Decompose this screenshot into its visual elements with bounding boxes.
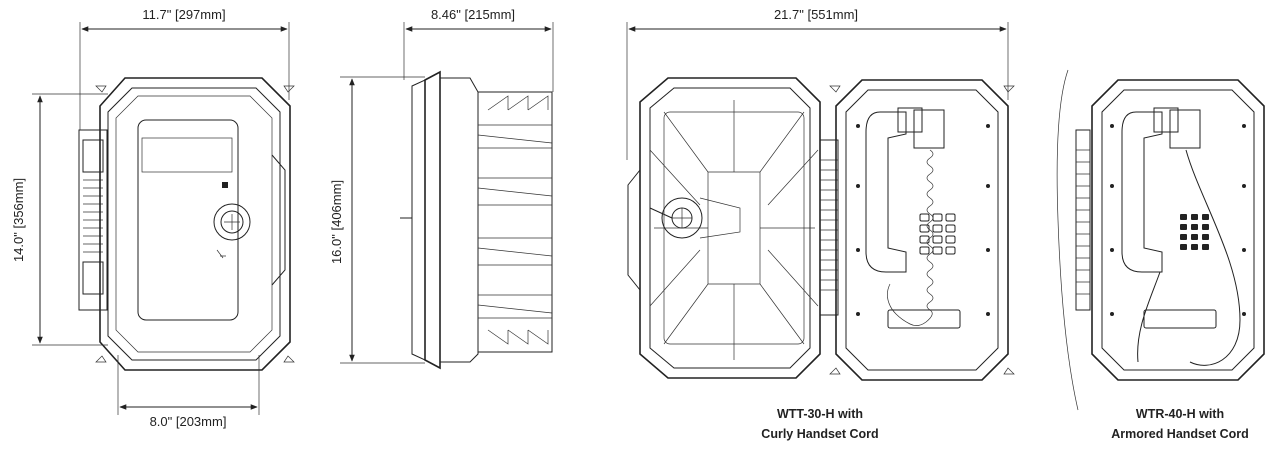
wtr-hinge	[1075, 129, 1091, 311]
open-view-wtr	[1056, 69, 1265, 411]
front-view	[78, 77, 295, 371]
door-ribs	[649, 100, 819, 360]
side-fins	[477, 95, 553, 345]
door-lock	[213, 182, 251, 259]
wtt-caption-model: WTT-30-H with	[777, 407, 863, 421]
side-height-dimension: 16.0" [406mm]	[329, 76, 425, 364]
side-depth-dimension: 8.46" [215mm]	[403, 6, 554, 92]
lock-icon	[222, 182, 228, 188]
open-door-lock	[649, 197, 741, 239]
open-housing-outline	[835, 79, 1009, 381]
wtr-screws	[1110, 124, 1246, 316]
center-hinge	[819, 139, 839, 316]
side-front-door	[424, 70, 441, 370]
label-plate	[887, 309, 961, 329]
wtr-caption-desc: Armored Handset Cord	[1111, 427, 1249, 441]
front-width-label: 11.7" [297mm]	[142, 7, 225, 22]
curly-cord	[886, 149, 934, 326]
wtt-caption-desc: Curly Handset Cord	[761, 427, 878, 441]
side-view	[400, 70, 553, 370]
side-body	[478, 91, 553, 353]
open-width-dimension: 21.7" [551mm]	[626, 6, 1009, 160]
front-window	[137, 119, 239, 321]
wtr-label-plate	[1143, 309, 1217, 329]
front-latch-flap	[271, 154, 286, 286]
wtr-caption-model: WTR-40-H with	[1136, 407, 1224, 421]
hook-switch	[913, 109, 945, 149]
open-view-wtt	[627, 77, 1015, 381]
front-door-outline	[107, 87, 281, 361]
front-inner-width-label: 8.0" [203mm]	[150, 414, 227, 429]
wtr-handset	[1121, 107, 1201, 273]
keypad	[919, 213, 956, 255]
front-enclosure-outline	[99, 77, 291, 371]
unlock-icon	[216, 249, 226, 259]
front-hinge	[78, 129, 108, 311]
door-edge-partial	[1056, 69, 1079, 411]
side-height-label: 16.0" [406mm]	[329, 180, 344, 264]
handset	[865, 107, 945, 273]
armored-cord	[1137, 149, 1241, 366]
side-depth-label: 8.46" [215mm]	[431, 7, 515, 22]
front-height-dimension: 14.0" [356mm]	[11, 93, 108, 346]
open-door-outline	[639, 77, 821, 379]
housing-screws	[856, 124, 990, 316]
wtr-keypad	[1180, 214, 1209, 250]
front-height-label: 14.0" [356mm]	[11, 178, 26, 262]
front-inner-width-dimension: 8.0" [203mm]	[117, 355, 260, 429]
open-width-label: 21.7" [551mm]	[774, 7, 858, 22]
wtr-housing-outline	[1091, 79, 1265, 381]
front-width-dimension: 11.7" [297mm]	[79, 6, 290, 130]
